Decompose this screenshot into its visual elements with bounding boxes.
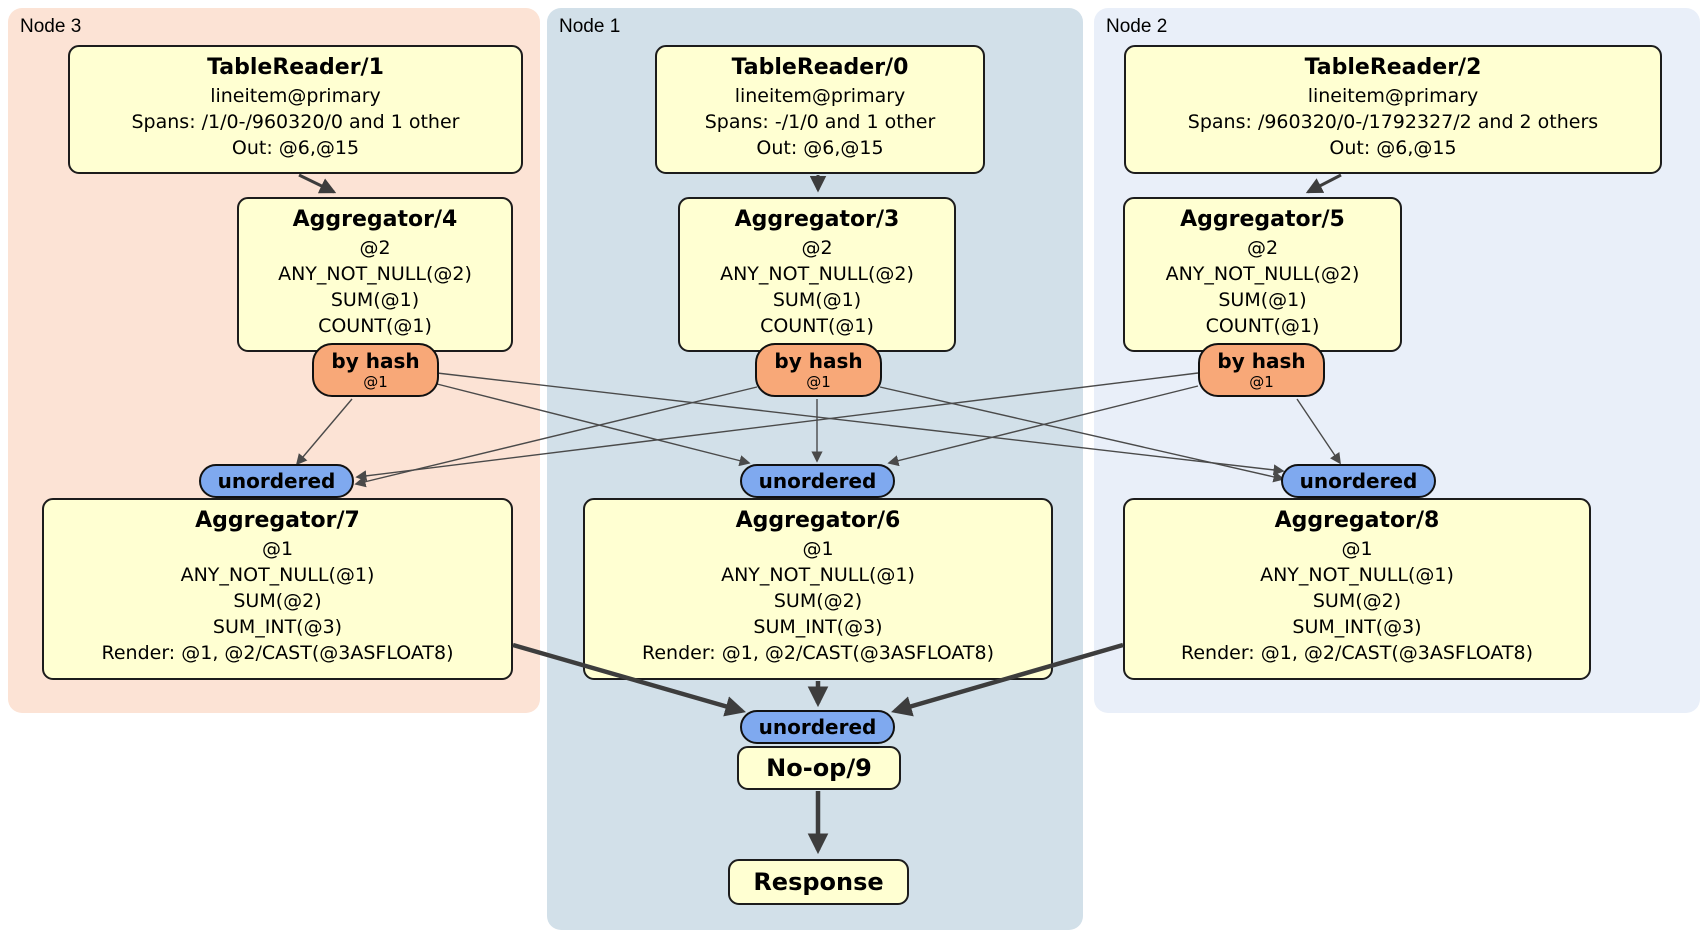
processor-title: No-op/9 bbox=[766, 754, 872, 782]
edge-line bbox=[879, 386, 1285, 483]
processor-title: Response bbox=[753, 868, 884, 896]
sync-unordered-left: unordered bbox=[199, 464, 354, 498]
processor-detail: Out: @6,@15 bbox=[231, 137, 360, 159]
processor-detail: COUNT(@1) bbox=[1205, 315, 1320, 337]
sync-label: unordered bbox=[758, 469, 877, 493]
processor-title: Aggregator/3 bbox=[734, 207, 900, 232]
panel-node-1-label: Node 1 bbox=[559, 16, 621, 37]
processor-detail: SUM(@2) bbox=[773, 590, 863, 612]
processor-title: TableReader/0 bbox=[731, 55, 909, 80]
processor-aggregator-7: Aggregator/7 @1 ANY_NOT_NULL(@1) SUM(@2)… bbox=[42, 498, 513, 680]
processor-detail: ANY_NOT_NULL(@1) bbox=[180, 564, 375, 586]
edge-line bbox=[436, 372, 1285, 476]
processor-detail: lineitem@primary bbox=[210, 85, 381, 107]
processor-title: TableReader/1 bbox=[207, 55, 384, 80]
processor-detail: SUM_INT(@3) bbox=[212, 616, 343, 638]
sync-label: unordered bbox=[1299, 469, 1418, 493]
router-by-hash-aggregator-3: by hash @1 bbox=[755, 343, 882, 397]
processor-detail: COUNT(@1) bbox=[760, 315, 874, 337]
router-label: by hash bbox=[331, 349, 420, 373]
processor-detail: SUM(@1) bbox=[1218, 289, 1307, 311]
processor-detail: SUM_INT(@3) bbox=[1292, 616, 1422, 638]
sync-unordered-final: unordered bbox=[740, 710, 895, 744]
panel-node-2-label: Node 2 bbox=[1106, 16, 1168, 37]
edge-line bbox=[887, 385, 1199, 467]
processor-aggregator-4: Aggregator/4 @2 ANY_NOT_NULL(@2) SUM(@1)… bbox=[237, 197, 513, 352]
processor-tablereader-1: TableReader/1 lineitem@primary Spans: /1… bbox=[68, 45, 523, 174]
processor-detail: SUM(@2) bbox=[233, 590, 322, 612]
processor-detail: Render: @1, @2/CAST(@3ASFLOAT8) bbox=[642, 642, 994, 664]
processor-detail: ANY_NOT_NULL(@2) bbox=[1165, 263, 1360, 285]
edge-line bbox=[1296, 398, 1341, 465]
processor-detail: Out: @6,@15 bbox=[756, 137, 884, 159]
router-label: by hash bbox=[1217, 349, 1306, 373]
processor-noop-9: No-op/9 bbox=[737, 746, 901, 790]
processor-aggregator-5: Aggregator/5 @2 ANY_NOT_NULL(@2) SUM(@1)… bbox=[1123, 197, 1402, 352]
processor-detail: COUNT(@1) bbox=[318, 315, 432, 337]
processor-detail: @2 bbox=[359, 237, 391, 259]
processor-response: Response bbox=[728, 859, 909, 905]
processor-tablereader-2: TableReader/2 lineitem@primary Spans: /9… bbox=[1124, 45, 1662, 174]
processor-detail: @1 bbox=[261, 538, 294, 560]
processor-detail: SUM(@1) bbox=[772, 289, 862, 311]
router-stream-label: @1 bbox=[363, 373, 388, 391]
processor-detail: ANY_NOT_NULL(@2) bbox=[278, 263, 472, 285]
processor-title: TableReader/2 bbox=[1304, 55, 1482, 80]
processor-detail: SUM_INT(@3) bbox=[753, 616, 883, 638]
tablereader-to-aggregator-edges bbox=[298, 173, 1342, 194]
processor-title: Aggregator/5 bbox=[1180, 207, 1345, 232]
router-stream-label: @1 bbox=[806, 373, 831, 391]
processor-detail: lineitem@primary bbox=[734, 85, 906, 107]
processor-detail: @1 bbox=[802, 538, 834, 560]
hash-distribution-edges bbox=[295, 372, 1341, 488]
processor-detail: @2 bbox=[1246, 237, 1279, 259]
edge-line bbox=[354, 386, 758, 488]
router-label: by hash bbox=[774, 349, 863, 373]
edge-line bbox=[355, 372, 1199, 482]
processor-title: Aggregator/4 bbox=[292, 207, 458, 232]
processor-detail: SUM(@2) bbox=[1312, 590, 1402, 612]
edge-line bbox=[436, 383, 751, 467]
router-stream-label: @1 bbox=[1249, 373, 1274, 391]
processor-detail: SUM(@1) bbox=[330, 289, 420, 311]
processor-aggregator-3: Aggregator/3 @2 ANY_NOT_NULL(@2) SUM(@1)… bbox=[678, 197, 956, 352]
processor-detail: @2 bbox=[801, 237, 833, 259]
processor-title: Aggregator/8 bbox=[1274, 508, 1440, 533]
processor-detail: ANY_NOT_NULL(@1) bbox=[721, 564, 915, 586]
processor-detail: Spans: -/1/0 and 1 other bbox=[704, 111, 936, 133]
processor-title: Aggregator/7 bbox=[195, 508, 360, 533]
edge-line bbox=[298, 173, 337, 194]
processor-tablereader-0: TableReader/0 lineitem@primary Spans: -/… bbox=[655, 45, 985, 174]
edge-line bbox=[295, 398, 353, 466]
processor-aggregator-8: Aggregator/8 @1 ANY_NOT_NULL(@1) SUM(@2)… bbox=[1123, 498, 1591, 680]
processor-detail: @1 bbox=[1341, 538, 1373, 560]
processor-detail: ANY_NOT_NULL(@1) bbox=[1260, 564, 1454, 586]
processor-aggregator-6: Aggregator/6 @1 ANY_NOT_NULL(@1) SUM(@2)… bbox=[583, 498, 1053, 680]
router-by-hash-aggregator-4: by hash @1 bbox=[312, 343, 439, 397]
processor-title: Aggregator/6 bbox=[735, 508, 901, 533]
sync-unordered-right: unordered bbox=[1281, 464, 1436, 498]
processor-detail: lineitem@primary bbox=[1307, 85, 1479, 107]
processor-detail: Render: @1, @2/CAST(@3ASFLOAT8) bbox=[1181, 642, 1533, 664]
processor-detail: Spans: /1/0-/960320/0 and 1 other bbox=[131, 111, 460, 133]
router-by-hash-aggregator-5: by hash @1 bbox=[1198, 343, 1325, 397]
sync-label: unordered bbox=[217, 469, 336, 493]
edge-line bbox=[1305, 173, 1342, 194]
sync-label: unordered bbox=[758, 715, 877, 739]
sync-unordered-center: unordered bbox=[740, 464, 895, 498]
processor-detail: ANY_NOT_NULL(@2) bbox=[720, 263, 914, 285]
panel-node-3-label: Node 3 bbox=[20, 16, 82, 37]
processor-detail: Render: @1, @2/CAST(@3ASFLOAT8) bbox=[101, 642, 454, 664]
processor-detail: Out: @6,@15 bbox=[1329, 137, 1457, 159]
processor-detail: Spans: /960320/0-/1792327/2 and 2 others bbox=[1187, 111, 1599, 133]
